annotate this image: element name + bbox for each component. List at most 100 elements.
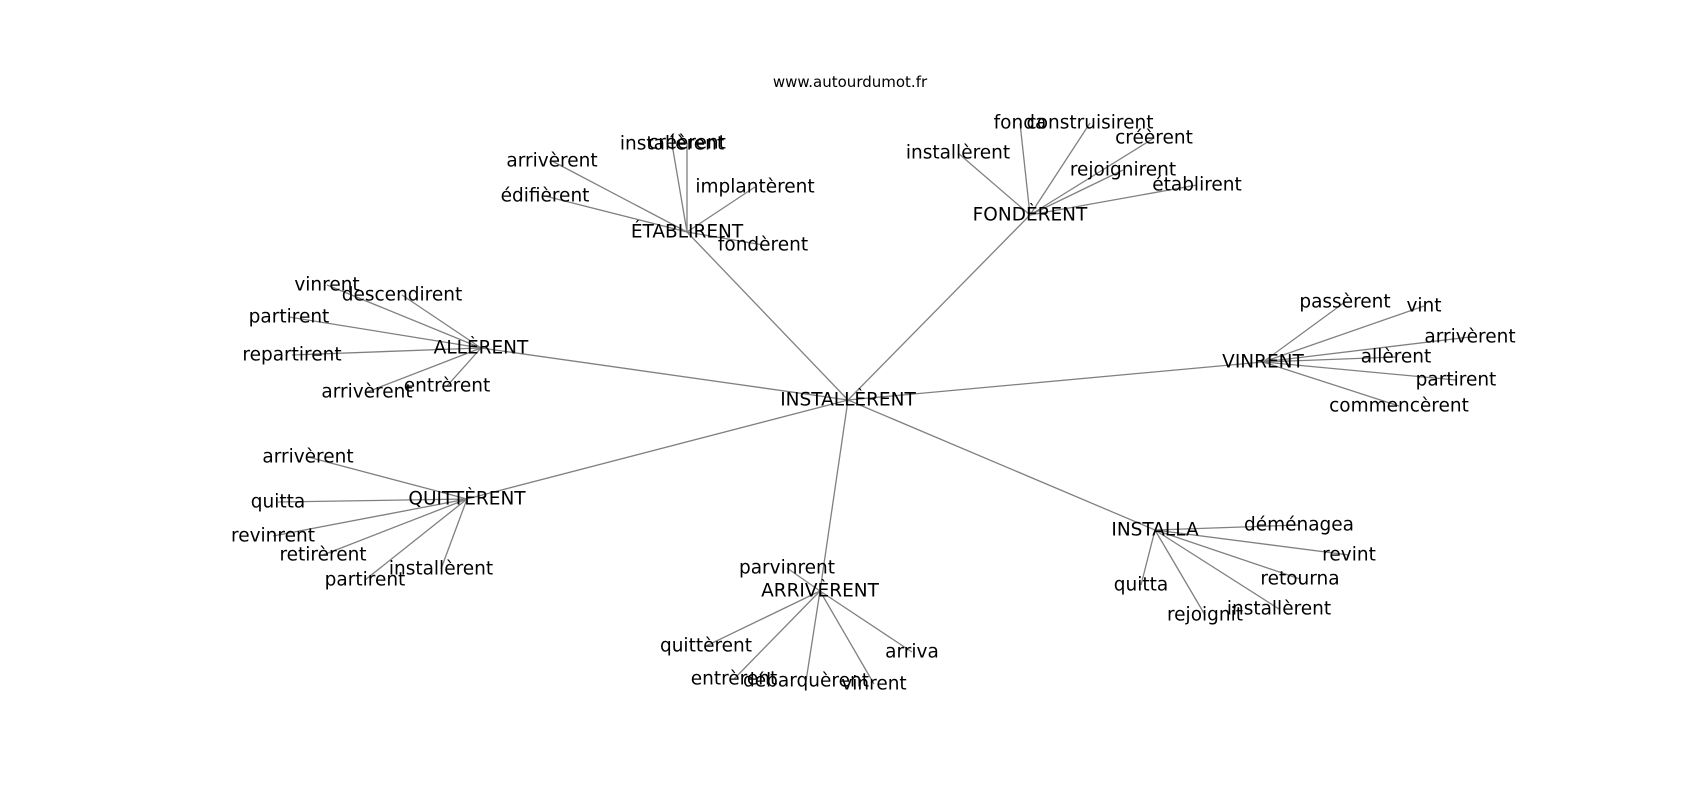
- edge-fonderent-construisirent: [1029, 122, 1091, 216]
- leaf-word-rejoignirent: rejoignirent: [1070, 160, 1176, 181]
- leaf-word-etablirent: établirent: [1152, 175, 1242, 196]
- edge-arriverent-vinrent: [819, 590, 875, 685]
- leaf-word-descendirent: descendirent: [342, 285, 463, 306]
- leaf-word-edifierent: édifièrent: [501, 186, 590, 207]
- leaf-word-vint: vint: [1406, 296, 1441, 317]
- edge-allerent-partirent: [288, 316, 482, 349]
- leaf-word-partirent: partirent: [1416, 370, 1497, 391]
- edge-fonderent-rejoignirent: [1029, 169, 1124, 216]
- edge-installa-installerent: [1154, 529, 1280, 610]
- leaf-word-retourna: retourna: [1260, 569, 1339, 590]
- center-word: INSTALLÈRENT: [780, 389, 916, 411]
- hub-word-vinrent: VINRENT: [1222, 352, 1304, 373]
- edge-vinrent-vint: [1262, 305, 1425, 363]
- leaf-word-fonda: fonda: [994, 113, 1047, 134]
- edge-etablirent-fonderent: [686, 231, 764, 246]
- edge-quitterent-revinrent: [272, 498, 468, 537]
- edge-vinrent-passerent: [1262, 301, 1346, 363]
- leaf-word-creerent: créèrent: [1115, 128, 1193, 149]
- edge-arriverent-parvinrent: [786, 567, 821, 592]
- edge-quitterent-installerent: [440, 498, 468, 570]
- edge-etablirent-implanterent: [686, 186, 756, 233]
- edge-center-vinrent: [847, 361, 1264, 401]
- leaf-word-repartirent: repartirent: [242, 345, 341, 366]
- edge-allerent-repartirent: [291, 347, 482, 356]
- leaf-word-creerent: créèrent: [648, 133, 726, 154]
- edge-arriverent-entrerent: [733, 590, 821, 680]
- leaf-word-construisirent: construisirent: [1027, 113, 1154, 134]
- hub-word-installa: INSTALLA: [1111, 520, 1199, 541]
- leaf-word-arriverent: arrivèrent: [262, 447, 353, 468]
- edge-allerent-arriverent: [366, 347, 482, 393]
- edge-center-allerent: [480, 347, 849, 401]
- leaf-word-debarquerent: débarquèrent: [743, 671, 869, 692]
- leaf-word-arriva: arriva: [885, 642, 939, 663]
- edge-installa-revint: [1154, 529, 1350, 556]
- graph-labels: www.autourdumot.fr INSTALLÈRENT ÉTABLIREN…: [231, 73, 1516, 695]
- edge-etablirent-installerent: [671, 143, 688, 233]
- hub-word-allerent: ALLÈRENT: [434, 337, 529, 359]
- hub-word-fonderent: FONDÈRENT: [973, 204, 1088, 226]
- leaf-word-passerent: passèrent: [1299, 292, 1390, 313]
- leaf-word-demenagea: déménagea: [1244, 515, 1354, 536]
- edge-fonderent-fonda: [1019, 122, 1031, 216]
- edge-fonderent-etablirent: [1029, 184, 1198, 216]
- edge-installa-demenagea: [1154, 524, 1300, 531]
- leaf-word-commencerent: commencèrent: [1329, 396, 1469, 417]
- graph-edges: [272, 122, 1471, 685]
- edge-fonderent-installerent: [957, 152, 1031, 216]
- edge-quitterent-arriverent: [307, 456, 468, 500]
- edge-quitterent-partirent: [364, 498, 468, 581]
- leaf-word-implanterent: implantèrent: [695, 177, 814, 198]
- edge-arriverent-arriva: [819, 590, 913, 653]
- edge-allerent-entrerent: [446, 347, 482, 387]
- leaf-word-quitta: quitta: [251, 492, 305, 513]
- edge-quitterent-retirerent: [322, 498, 468, 556]
- leaf-word-partirent: partirent: [249, 307, 330, 328]
- leaf-word-arriverent: arrivèrent: [321, 382, 412, 403]
- edge-arriverent-quitterent: [705, 590, 821, 647]
- leaf-word-entrerent: entrèrent: [691, 669, 778, 690]
- edge-vinrent-allerent: [1262, 356, 1397, 363]
- leaf-word-vinrent: vinrent: [841, 674, 906, 695]
- leaf-word-retirerent: retirèrent: [279, 545, 366, 566]
- edge-etablirent-arriverent: [551, 160, 688, 233]
- leaf-word-revint: revint: [1322, 545, 1376, 566]
- leaf-word-allerent: allèrent: [1361, 347, 1432, 368]
- leaf-word-arriverent: arrivèrent: [1424, 327, 1515, 348]
- leaf-word-vinrent: vinrent: [294, 275, 359, 296]
- edge-center-etablirent: [686, 231, 849, 401]
- leaf-word-installerent: installèrent: [620, 134, 724, 155]
- edge-installa-retourna: [1154, 529, 1301, 580]
- edge-center-fonderent: [847, 214, 1031, 401]
- leaf-word-parvinrent: parvinrent: [739, 558, 835, 579]
- edge-center-quitterent: [466, 399, 849, 500]
- edge-etablirent-edifierent: [544, 195, 688, 233]
- edge-center-installa: [847, 399, 1156, 531]
- edge-vinrent-commencerent: [1262, 361, 1400, 407]
- edge-installa-rejoignit: [1154, 529, 1206, 616]
- leaf-word-arriverent: arrivèrent: [506, 151, 597, 172]
- hub-word-arriverent: ARRIVÈRENT: [761, 580, 880, 602]
- leaf-word-installerent: installèrent: [389, 559, 493, 580]
- hub-word-etablirent: ÉTABLIRENT: [631, 221, 744, 243]
- edge-vinrent-arriverent: [1262, 336, 1471, 363]
- hub-word-quitterent: QUITTÈRENT: [408, 488, 526, 510]
- edge-vinrent-partirent: [1262, 361, 1457, 381]
- leaf-word-entrerent: entrèrent: [404, 376, 491, 397]
- leaf-word-installerent: installèrent: [906, 143, 1010, 164]
- edge-center-arriverent: [819, 399, 849, 592]
- leaf-word-installerent: installèrent: [1227, 599, 1331, 620]
- leaf-word-partirent: partirent: [325, 570, 406, 591]
- edge-arriverent-debarquerent: [805, 590, 821, 682]
- leaf-word-quitterent: quittèrent: [660, 636, 752, 657]
- edge-quitterent-quitta: [277, 498, 468, 503]
- edge-allerent-vinrent: [326, 284, 482, 349]
- source-label: www.autourdumot.fr: [773, 73, 928, 91]
- edge-installa-quitta: [1140, 529, 1156, 586]
- leaf-word-revinrent: revinrent: [231, 526, 315, 547]
- leaf-word-rejoignit: rejoignit: [1167, 605, 1243, 626]
- edge-allerent-descendirent: [401, 294, 482, 349]
- edge-fonderent-creerent: [1029, 137, 1155, 216]
